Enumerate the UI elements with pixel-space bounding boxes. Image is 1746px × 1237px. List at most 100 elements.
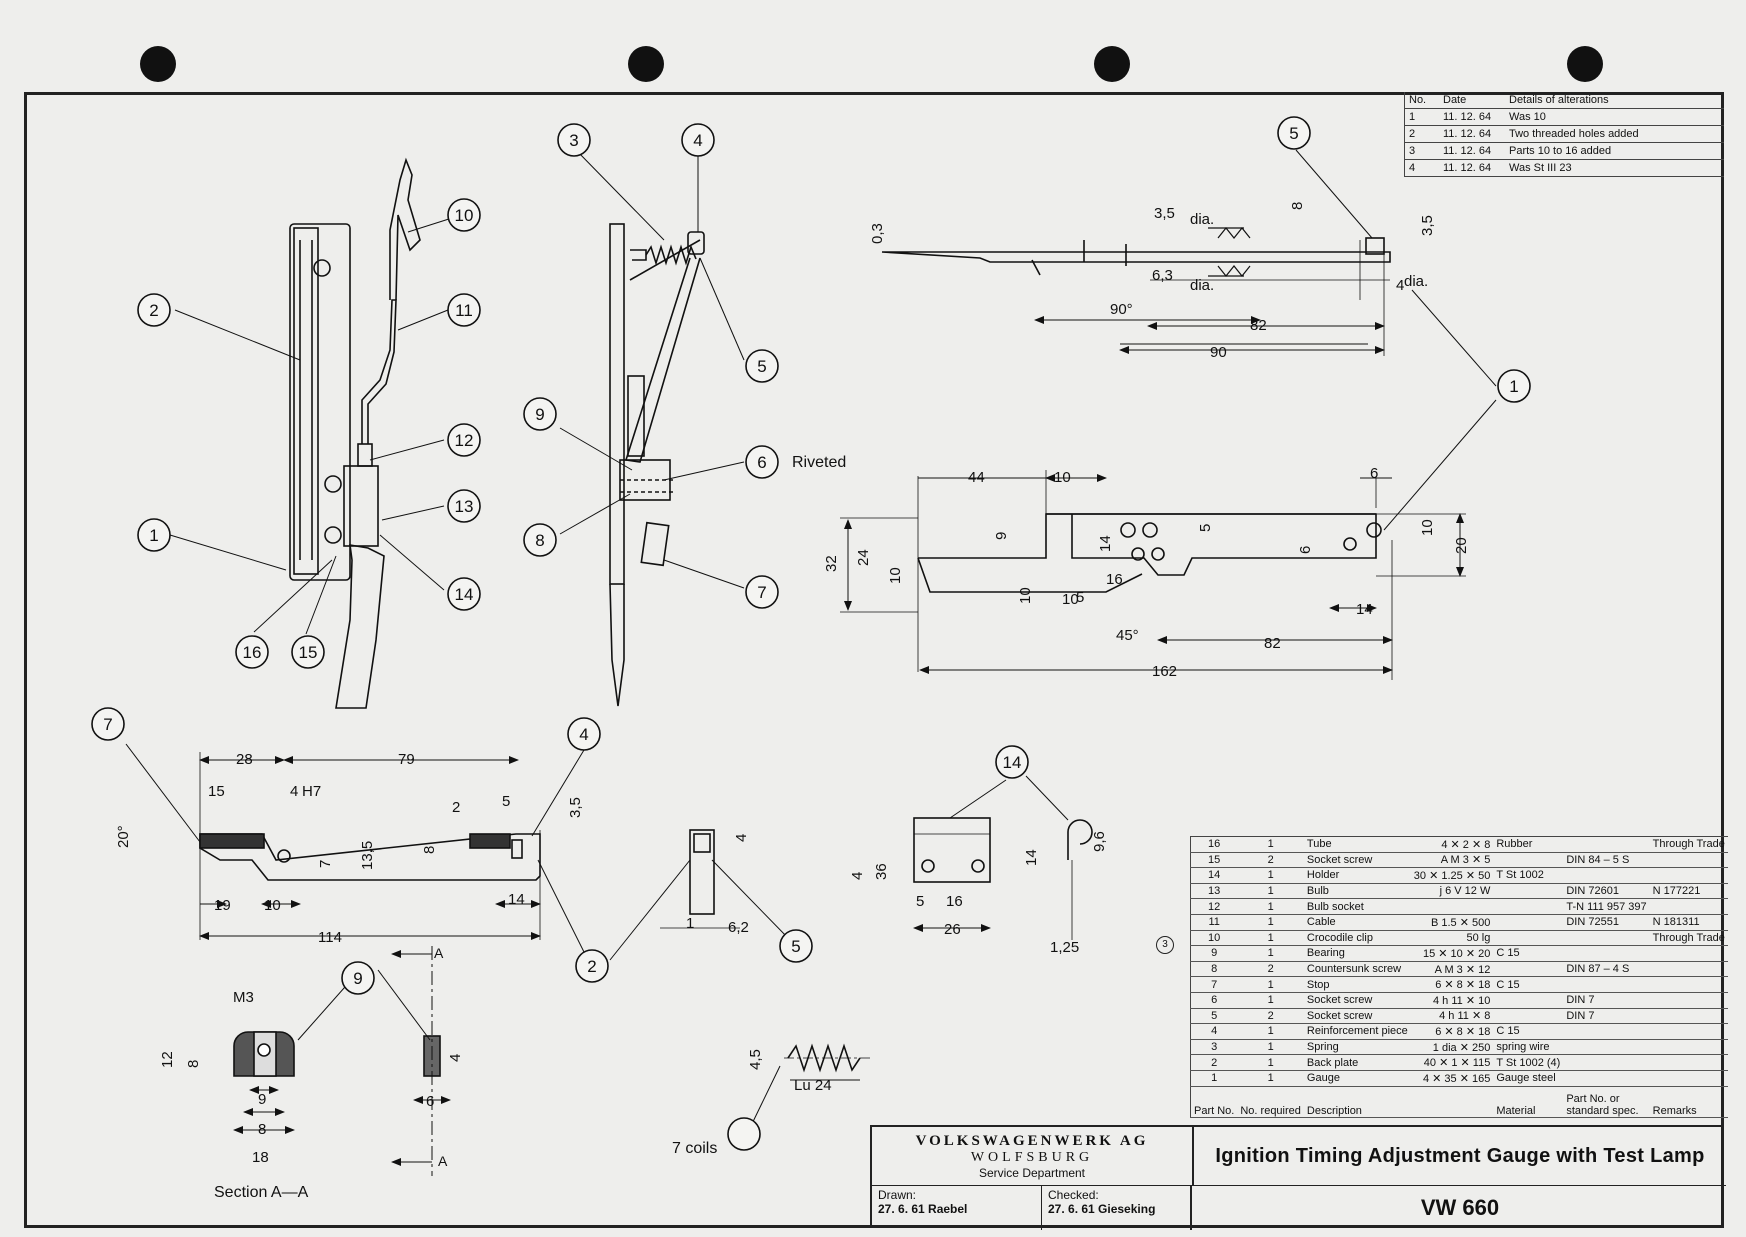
parts-cell — [1649, 867, 1728, 884]
svg-text:14: 14 — [1097, 535, 1114, 552]
parts-cell: 1 — [1237, 898, 1304, 915]
svg-text:A: A — [434, 945, 444, 961]
svg-text:5: 5 — [791, 937, 800, 956]
parts-cell: DIN 84 – 5 S — [1563, 852, 1650, 869]
svg-text:2: 2 — [587, 957, 596, 976]
parts-cell: A M 3 ✕ 5 — [1410, 852, 1494, 869]
parts-cell: 1 — [1237, 1070, 1304, 1087]
svg-text:8: 8 — [258, 1121, 266, 1138]
svg-text:90°: 90° — [1110, 301, 1133, 318]
parts-cell: Socket screw — [1303, 1008, 1411, 1025]
svg-text:5: 5 — [502, 793, 510, 810]
parts-cell: 14 — [1190, 867, 1238, 884]
parts-cell — [1563, 945, 1650, 962]
svg-text:9: 9 — [353, 969, 362, 988]
checked-label: Checked: — [1048, 1188, 1099, 1202]
svg-text:9: 9 — [993, 532, 1010, 540]
svg-text:5: 5 — [757, 357, 766, 376]
checked-value: 27. 6. 61 Gieseking — [1048, 1202, 1156, 1216]
parts-cell: 11 — [1190, 914, 1238, 931]
svg-text:8: 8 — [421, 846, 438, 854]
parts-cell — [1649, 1023, 1728, 1040]
svg-text:28: 28 — [236, 751, 253, 768]
parts-header-spacer — [1410, 1086, 1494, 1118]
parts-cell: 12 — [1190, 898, 1238, 915]
parts-cell: 2 — [1237, 1008, 1304, 1025]
drawing-frame — [24, 92, 1724, 1228]
alteration-cell: 1 — [1404, 108, 1439, 126]
svg-text:9: 9 — [258, 1091, 266, 1108]
parts-cell: Crocodile clip — [1303, 930, 1411, 947]
svg-text:8: 8 — [1289, 202, 1306, 210]
parts-header-row: Part No. No. required Description Materi… — [1190, 1086, 1728, 1118]
parts-cell: DIN 72601 — [1563, 883, 1650, 900]
drawn-value: 27. 6. 61 Raebel — [878, 1202, 968, 1216]
punch-hole — [1094, 46, 1130, 82]
parts-cell — [1493, 930, 1564, 947]
parts-cell: 1 — [1237, 867, 1304, 884]
coils-note: 7 coils — [672, 1140, 718, 1157]
parts-cell: Bulb socket — [1303, 898, 1411, 915]
item-balloons — [91, 116, 1531, 1151]
parts-cell — [1493, 992, 1564, 1009]
parts-cell: C 15 — [1493, 945, 1564, 962]
svg-text:114: 114 — [318, 929, 342, 946]
parts-cell: 1 — [1237, 914, 1304, 931]
parts-cell: Rubber — [1493, 836, 1564, 853]
parts-header: Part No. — [1190, 1086, 1238, 1118]
parts-header: Part No. or standard spec. — [1563, 1086, 1650, 1118]
svg-text:8: 8 — [535, 531, 544, 550]
parts-cell — [1493, 852, 1564, 869]
stop-part-view — [199, 752, 541, 940]
company-city: WOLFSBURG — [970, 1150, 1094, 1165]
parts-header: Description — [1303, 1086, 1411, 1118]
svg-text:13: 13 — [455, 497, 474, 516]
svg-text:6,3: 6,3 — [1152, 267, 1173, 284]
svg-text:18: 18 — [252, 1149, 269, 1166]
checked-cell: Checked: 27. 6. 61 Gieseking — [1042, 1185, 1192, 1230]
svg-text:3,5: 3,5 — [1419, 215, 1436, 236]
parts-cell: 4 — [1190, 1023, 1238, 1040]
svg-text:13,5: 13,5 — [359, 841, 376, 870]
parts-cell — [1649, 992, 1728, 1009]
parts-cell: Gauge steel — [1493, 1070, 1564, 1087]
parts-cell: Cable — [1303, 914, 1411, 931]
parts-cell: 15 ✕ 10 ✕ 20 — [1410, 945, 1494, 962]
svg-text:16: 16 — [243, 643, 262, 662]
alterations-header: Date — [1439, 92, 1505, 109]
svg-text:3,5: 3,5 — [567, 797, 584, 818]
alteration-cell: 2 — [1404, 125, 1439, 143]
parts-cell: 8 — [1190, 961, 1238, 978]
svg-text:6: 6 — [1297, 546, 1314, 554]
parts-cell: Socket screw — [1303, 852, 1411, 869]
drawing-title: Ignition Timing Adjustment Gauge with Te… — [1194, 1127, 1726, 1186]
punch-hole — [628, 46, 664, 82]
svg-text:1: 1 — [149, 526, 158, 545]
parts-cell — [1493, 898, 1564, 915]
parts-cell: DIN 7 — [1563, 1008, 1650, 1025]
company-department: Service Department — [978, 1166, 1086, 1180]
parts-cell — [1563, 1070, 1650, 1087]
svg-text:36: 36 — [873, 863, 890, 880]
svg-text:14: 14 — [1023, 849, 1040, 866]
svg-text:6: 6 — [1370, 465, 1378, 482]
parts-cell: 15 — [1190, 852, 1238, 869]
alteration-cell: Was St III 23 — [1505, 159, 1724, 177]
company-cell: VOLKSWAGENWERK AG WOLFSBURG Service Depa… — [872, 1127, 1194, 1186]
drawn-cell: Drawn: 27. 6. 61 Raebel — [872, 1185, 1042, 1230]
parts-cell: T-N 111 957 397 — [1563, 898, 1650, 915]
svg-text:dia.: dia. — [1404, 273, 1428, 290]
parts-cell: 50 lg — [1410, 930, 1494, 947]
svg-text:79: 79 — [398, 751, 415, 768]
svg-text:82: 82 — [1250, 317, 1267, 334]
parts-cell: spring wire — [1493, 1039, 1564, 1056]
drawn-label: Drawn: — [878, 1188, 917, 1202]
alterations-header-row: No. Date Details of alterations — [1404, 92, 1724, 109]
parts-cell: 13 — [1190, 883, 1238, 900]
